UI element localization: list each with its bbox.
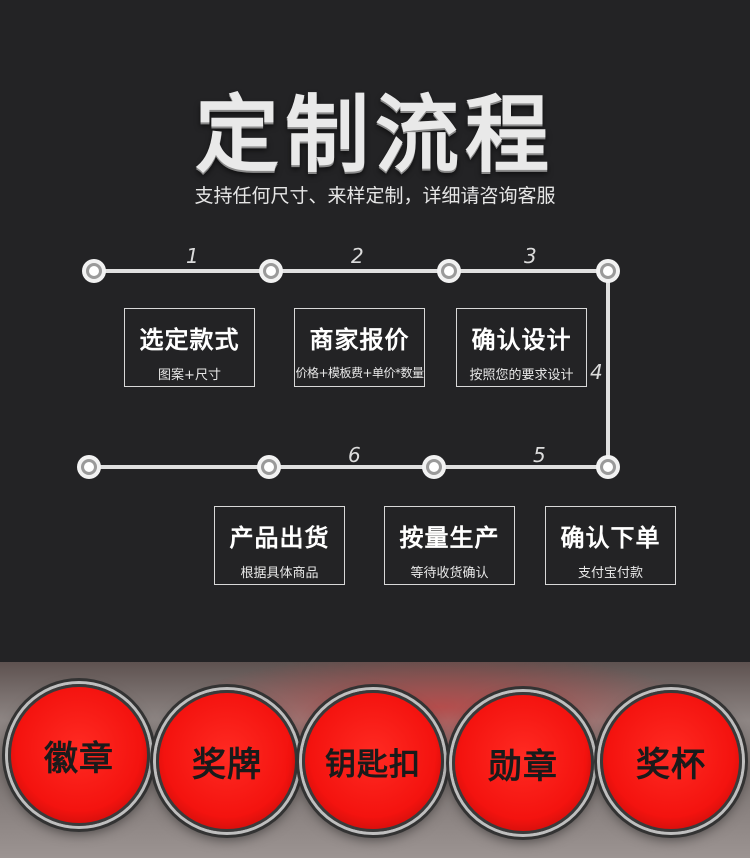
product-badge-label: 钥匙扣 [325,746,421,783]
step-box-subtitle: 等待收货确认 [410,566,489,581]
product-badge-label: 奖牌 [192,744,262,785]
step-box-subtitle: 价格+模板费+单价*数量 [295,366,424,380]
product-badge-keychain[interactable]: 钥匙扣 [302,690,444,832]
step-box-quote: 商家报价 价格+模板费+单价*数量 [294,308,425,387]
product-badge-pin[interactable]: 徽章 [8,684,150,826]
step-box-title: 确认设计 [471,326,572,354]
step-box-title: 商家报价 [309,326,410,354]
step-box-title: 按量生产 [399,524,500,552]
step-label-2: 2 [351,244,364,268]
product-badge-label: 奖杯 [636,744,706,785]
product-badge-label: 徽章 [44,738,114,779]
product-badge-medal[interactable]: 奖牌 [156,690,298,832]
page-title: 定制流程 [194,86,555,184]
step-label-4: 4 [590,360,603,384]
process-flow-diagram [77,259,620,479]
step-box-confirm-order: 确认下单 支付宝付款 [545,506,676,585]
product-badge-label: 勋章 [488,746,558,787]
step-box-title: 选定款式 [139,326,240,354]
node-top-1 [82,259,106,283]
product-badge-trophy[interactable]: 奖杯 [600,690,742,832]
step-box-title: 确认下单 [560,524,661,552]
page-subtitle: 支持任何尺寸、来样定制，详细请咨询客服 [194,185,556,207]
step-box-subtitle: 按照您的要求设计 [469,368,574,383]
product-badges-strip: 徽章 奖牌 钥匙扣 勋章 奖杯 [0,662,750,858]
step-label-1: 1 [186,244,199,268]
step-box-subtitle: 根据具体商品 [240,566,319,581]
node-bottom-1 [77,455,101,479]
node-bottom-4 [596,455,620,479]
step-box-subtitle: 图案+尺寸 [158,368,221,383]
node-top-2 [259,259,283,283]
step-box-title: 产品出货 [229,524,330,552]
node-bottom-3 [422,455,446,479]
step-box-produce: 按量生产 等待收货确认 [384,506,515,585]
step-label-3: 3 [524,244,537,268]
step-box-select-style: 选定款式 图案+尺寸 [124,308,255,387]
node-top-4 [596,259,620,283]
step-label-5: 5 [533,443,546,467]
node-top-3 [437,259,461,283]
product-badge-honor-medal[interactable]: 勋章 [452,692,594,834]
step-label-6: 6 [348,443,361,467]
step-box-confirm-design: 确认设计 按照您的要求设计 [456,308,587,387]
step-box-ship: 产品出货 根据具体商品 [214,506,345,585]
step-box-subtitle: 支付宝付款 [577,566,643,581]
node-bottom-2 [257,455,281,479]
